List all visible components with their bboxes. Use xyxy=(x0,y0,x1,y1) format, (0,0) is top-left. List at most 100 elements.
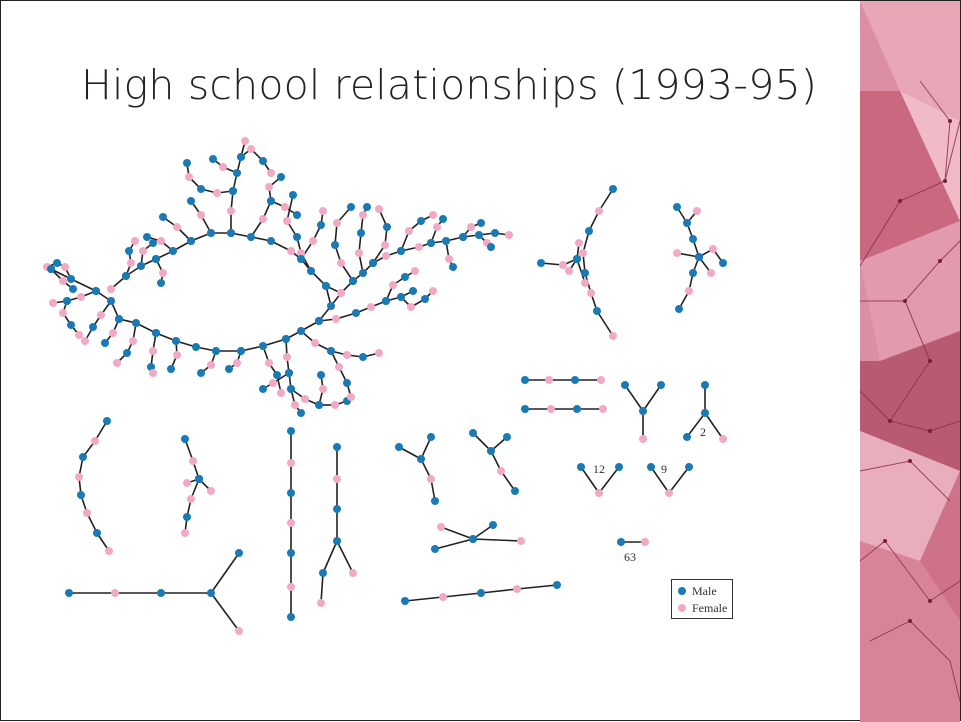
male-node xyxy=(315,401,323,409)
male-node xyxy=(647,463,655,471)
male-node xyxy=(673,203,681,211)
male-node xyxy=(333,443,341,451)
male-node xyxy=(521,376,529,384)
female-node xyxy=(517,537,525,545)
legend-male-label: Male xyxy=(692,583,717,598)
female-node xyxy=(597,376,605,384)
female-node xyxy=(565,267,573,275)
male-node xyxy=(137,262,145,270)
male-node xyxy=(585,227,593,235)
female-node xyxy=(185,173,193,181)
male-node xyxy=(431,545,439,553)
female-node xyxy=(267,169,275,177)
male-node xyxy=(477,589,485,597)
male-node xyxy=(192,343,200,351)
male-node xyxy=(683,219,691,227)
female-node xyxy=(427,475,435,483)
male-node xyxy=(259,385,267,393)
male-node xyxy=(427,433,435,441)
female-node xyxy=(439,593,447,601)
relationship-edge xyxy=(472,538,522,542)
male-node xyxy=(553,581,561,589)
female-node xyxy=(149,347,157,355)
male-node xyxy=(287,613,295,621)
male-dot-icon xyxy=(678,587,686,595)
male-node xyxy=(247,233,255,241)
male-node xyxy=(573,255,581,263)
male-node xyxy=(197,185,205,193)
male-node xyxy=(273,371,281,379)
male-node xyxy=(477,219,485,227)
female-node xyxy=(317,599,325,607)
male-node xyxy=(149,239,157,247)
male-node xyxy=(259,157,267,165)
male-node xyxy=(359,269,367,277)
male-node xyxy=(92,287,100,295)
male-node xyxy=(359,353,367,361)
female-node xyxy=(97,311,105,319)
male-node xyxy=(689,269,697,277)
female-node xyxy=(111,589,119,597)
male-node xyxy=(511,487,519,495)
male-node xyxy=(195,475,203,483)
relationship-edge xyxy=(598,188,614,212)
component-label-2: 2 xyxy=(700,425,706,439)
relationship-edge xyxy=(336,540,354,574)
female-node xyxy=(497,467,505,475)
male-node xyxy=(47,265,55,273)
male-node xyxy=(287,489,295,497)
male-node xyxy=(489,521,497,529)
female-node xyxy=(407,303,415,311)
male-node xyxy=(93,529,101,537)
male-node xyxy=(487,447,495,455)
male-node xyxy=(207,589,215,597)
male-node xyxy=(209,155,217,163)
male-node xyxy=(152,255,160,263)
relationship-edge xyxy=(434,538,474,550)
legend-male: Male xyxy=(678,583,717,599)
relationship-edge xyxy=(480,588,518,594)
female-node xyxy=(319,385,327,393)
component-label-63: 63 xyxy=(624,550,636,564)
component-label-12: 12 xyxy=(593,462,605,476)
relationship-edge xyxy=(686,412,706,438)
relationship-edge xyxy=(472,432,492,452)
female-node xyxy=(559,261,567,269)
female-node xyxy=(113,359,121,367)
male-node xyxy=(233,169,241,177)
male-node xyxy=(187,237,195,245)
male-node xyxy=(639,407,647,415)
male-node xyxy=(383,223,391,231)
male-node xyxy=(125,247,133,255)
relationship-edge xyxy=(668,466,690,494)
male-node xyxy=(333,505,341,513)
male-node xyxy=(439,215,447,223)
female-node xyxy=(639,435,647,443)
female-node xyxy=(81,337,89,345)
male-node xyxy=(267,237,275,245)
female-node xyxy=(545,376,553,384)
male-node xyxy=(282,335,290,343)
relationship-edge xyxy=(642,384,662,412)
female-node xyxy=(381,241,389,249)
male-node xyxy=(521,405,529,413)
slide-title: High school relationships (1993-95) xyxy=(81,61,818,109)
female-node xyxy=(109,329,117,337)
male-node xyxy=(469,429,477,437)
male-node xyxy=(442,237,450,245)
male-node xyxy=(289,191,297,199)
male-node xyxy=(397,293,405,301)
female-node xyxy=(49,299,57,307)
male-node xyxy=(689,235,697,243)
male-node xyxy=(317,221,325,229)
male-node xyxy=(431,497,439,505)
female-node xyxy=(335,363,343,371)
female-node xyxy=(173,351,181,359)
male-node xyxy=(67,275,75,283)
male-node xyxy=(157,589,165,597)
female-node xyxy=(131,237,139,245)
male-node xyxy=(347,203,355,211)
relationship-edge xyxy=(440,526,474,540)
female-node xyxy=(219,163,227,171)
male-node xyxy=(701,381,709,389)
